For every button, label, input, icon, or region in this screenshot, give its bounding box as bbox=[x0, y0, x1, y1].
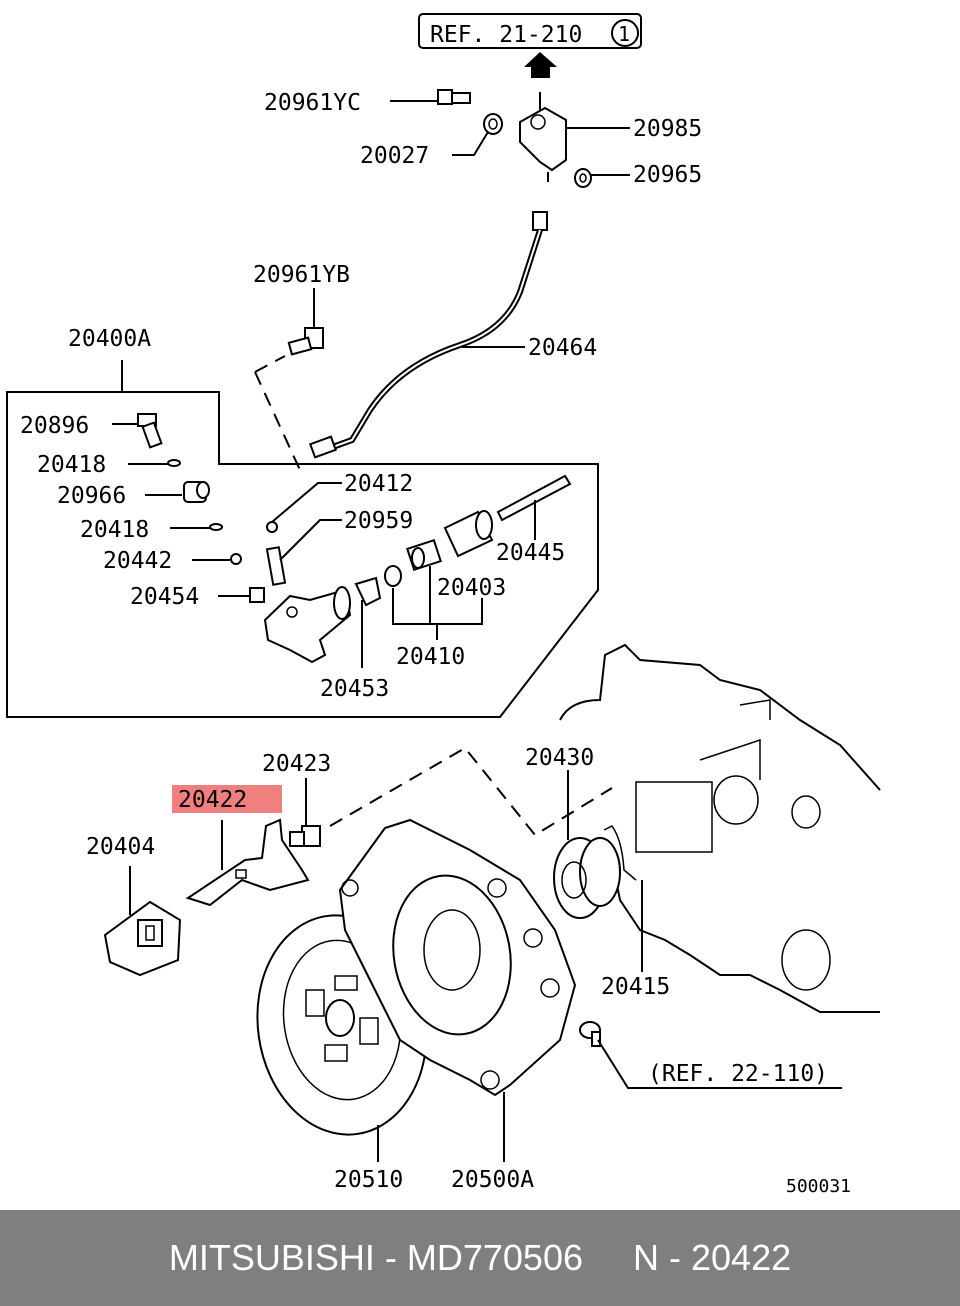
label-20961YC: 20961YC bbox=[264, 90, 361, 116]
cylinder-body bbox=[263, 586, 352, 664]
bleeder-20959 bbox=[265, 546, 287, 586]
label-20423: 20423 bbox=[262, 751, 331, 777]
label-20445: 20445 bbox=[496, 540, 565, 566]
footer-part-text: MITSUBISHI - MD770506 N - 20422 bbox=[168, 1237, 792, 1278]
label-20430: 20430 bbox=[525, 745, 594, 771]
label-20415: 20415 bbox=[601, 974, 670, 1000]
label-20454: 20454 bbox=[130, 584, 199, 610]
label-20961YB: 20961YB bbox=[253, 262, 350, 288]
label-20442: 20442 bbox=[103, 548, 172, 574]
ref-bottom-text: (REF. 22-110) bbox=[648, 1061, 828, 1087]
washer-20027 bbox=[483, 113, 503, 135]
ref-top-circle-number: 1 bbox=[618, 22, 630, 46]
label-20404: 20404 bbox=[86, 834, 155, 860]
label-20500A: 20500A bbox=[451, 1167, 534, 1193]
clip-20415 bbox=[603, 825, 637, 881]
label-20027: 20027 bbox=[360, 143, 429, 169]
gasket-20418-a bbox=[167, 459, 181, 467]
label-20412: 20412 bbox=[344, 471, 413, 497]
label-20422: 20422 bbox=[178, 787, 247, 813]
parts-diagram: REF. 21-210 1 bbox=[6, 13, 881, 1197]
cap-20442 bbox=[230, 553, 242, 565]
label-20400A: 20400A bbox=[68, 326, 151, 352]
label-20896: 20896 bbox=[20, 413, 89, 439]
assembly-20400A-box bbox=[6, 391, 599, 718]
clutch-cover-20500A bbox=[338, 818, 577, 1097]
dust-boot-20404 bbox=[103, 900, 182, 977]
drawing-number: 500031 bbox=[786, 1176, 851, 1197]
push-rod-20445 bbox=[496, 474, 572, 522]
piston-parts-20410 bbox=[384, 538, 442, 587]
ref-top-text: REF. 21-210 bbox=[430, 22, 582, 48]
boot-20403 bbox=[443, 510, 494, 558]
label-20464: 20464 bbox=[528, 335, 597, 361]
label-20453: 20453 bbox=[320, 676, 389, 702]
bolt-ref-22-110 bbox=[579, 1021, 601, 1047]
washer-20965 bbox=[574, 168, 592, 188]
label-20985: 20985 bbox=[633, 116, 702, 142]
label-20510: 20510 bbox=[334, 1167, 403, 1193]
label-20418-b: 20418 bbox=[80, 517, 149, 543]
bolt-20961YB bbox=[287, 327, 324, 356]
label-20403: 20403 bbox=[437, 575, 506, 601]
cap-20412 bbox=[266, 521, 278, 533]
label-20418-a: 20418 bbox=[37, 452, 106, 478]
pivot-20423 bbox=[289, 825, 321, 847]
bracket-20985 bbox=[519, 92, 567, 182]
label-20410: 20410 bbox=[396, 644, 465, 670]
bolt-20961YC bbox=[437, 89, 471, 105]
spring-20454 bbox=[249, 587, 265, 603]
footer-bar: MITSUBISHI - MD770506 N - 20422 bbox=[0, 1210, 960, 1306]
gasket-20418-b bbox=[209, 523, 223, 531]
release-bearing-20430 bbox=[553, 837, 621, 919]
label-20965: 20965 bbox=[633, 162, 702, 188]
label-20966: 20966 bbox=[57, 483, 126, 509]
release-fork-20422 bbox=[185, 818, 310, 907]
ref-top-callout: REF. 21-210 1 bbox=[418, 13, 642, 78]
clutch-pipe-20464 bbox=[308, 211, 548, 459]
highlight-20422 bbox=[172, 785, 282, 813]
bleeder-20896 bbox=[137, 413, 163, 449]
boot-20453 bbox=[354, 576, 382, 607]
label-20959: 20959 bbox=[344, 508, 413, 534]
union-20966 bbox=[183, 481, 210, 503]
